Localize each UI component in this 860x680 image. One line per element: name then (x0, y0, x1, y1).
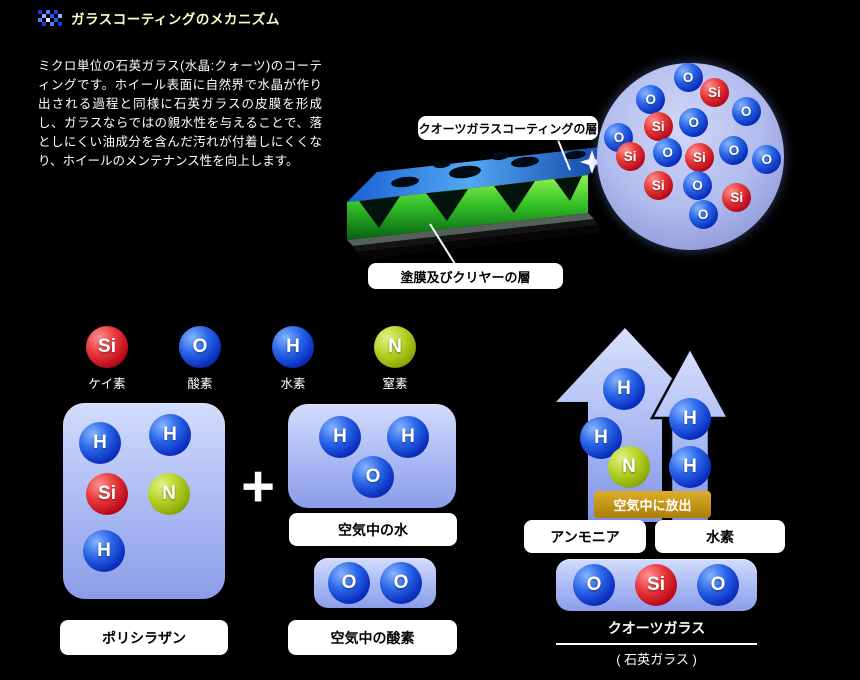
legend-label: 窒素 (382, 377, 408, 391)
polysilazane-panel: H H Si N H (63, 403, 225, 599)
molecule-h: H (669, 398, 711, 440)
header: ガラスコーティングのメカニズム (38, 8, 280, 28)
legend-item-hydrogen: H 水素 (251, 326, 335, 392)
water-label: 空気中の水 (289, 513, 457, 546)
molecule-h: H (669, 446, 711, 488)
molecule-o: O (328, 562, 370, 604)
molecule-o: O (697, 564, 739, 606)
molecule-si: Si (635, 564, 677, 606)
sparkle-icon (580, 150, 604, 174)
coating-layer-illustration (347, 139, 618, 265)
quartz-label: クオーツガラス (607, 620, 706, 636)
molecule-si: Si (722, 182, 752, 212)
quartz-sublabel: ( 石英ガラス ) (616, 652, 697, 667)
pixel-logo-icon (38, 10, 62, 26)
molecule-si: Si (86, 473, 128, 515)
ammonia-arrow (556, 328, 694, 522)
intro-text: ミクロ単位の石英ガラス(水晶:クォーツ)のコーティングです。ホイール表面に自然界… (38, 58, 322, 168)
molecule-h: H (83, 530, 125, 572)
molecule-si: Si (699, 77, 729, 107)
molecule-o: O (573, 564, 615, 606)
oxygen-panel: O O (314, 558, 436, 608)
water-panel: H H O (288, 404, 456, 508)
oxygen-label: 空気中の酸素 (288, 620, 457, 655)
legend-label: 水素 (280, 377, 306, 391)
molecule-si: Si (684, 143, 714, 173)
legend-label: 酸素 (187, 377, 213, 391)
molecule-h: H (387, 416, 429, 458)
legend-label: ケイ素 (88, 377, 126, 391)
molecule-si: Si (643, 171, 673, 201)
base-layer-dark (353, 219, 598, 252)
molecule-o: O (731, 96, 761, 126)
clear-layer-label: 塗膜及びクリヤーの層 (368, 263, 563, 289)
molecule-si: Si (643, 111, 673, 141)
silicon-sphere: Si (86, 326, 128, 368)
molecule-o: O (653, 137, 683, 167)
coating-layer-label: クオーツガラスコーティングの層 (418, 116, 598, 140)
molecule-n: N (608, 446, 650, 488)
molecule-o: O (673, 63, 703, 92)
molecule-o: O (719, 135, 749, 165)
molecule-o: O (636, 84, 666, 114)
legend-item-silicon: Si ケイ素 (65, 326, 149, 392)
molecule-o: O (688, 199, 718, 229)
molecule-o: O (679, 107, 709, 137)
legend-item-nitrogen: N 窒素 (353, 326, 437, 392)
quartz-divider (556, 643, 757, 645)
molecule-o: O (380, 562, 422, 604)
release-label: 空気中に放出 (594, 491, 711, 518)
quartz-panel: O Si O (556, 559, 757, 611)
ammonia-label: アンモニア (524, 520, 646, 553)
molecule-h: H (149, 414, 191, 456)
molecule-n: N (148, 473, 190, 515)
molecule-h: H (79, 422, 121, 464)
nitrogen-sphere: N (374, 326, 416, 368)
molecule-o: O (352, 456, 394, 498)
oxygen-sphere: O (179, 326, 221, 368)
molecule-h: H (603, 368, 645, 410)
molecule-si: Si (615, 142, 645, 172)
base-layer-black (357, 225, 600, 260)
page-title: ガラスコーティングのメカニズム (71, 12, 280, 27)
coating-layer-face (347, 145, 618, 202)
hydrogen-label: 水素 (655, 520, 785, 553)
hydrogen-sphere: H (272, 326, 314, 368)
polysilazane-label: ポリシラザン (60, 620, 228, 655)
base-layer-gray (347, 213, 594, 246)
plus-sign: + (241, 454, 275, 519)
molecule-h: H (319, 416, 361, 458)
molecule-o: O (683, 170, 713, 200)
molecule-o: O (752, 145, 782, 175)
legend-item-oxygen: O 酸素 (158, 326, 242, 392)
